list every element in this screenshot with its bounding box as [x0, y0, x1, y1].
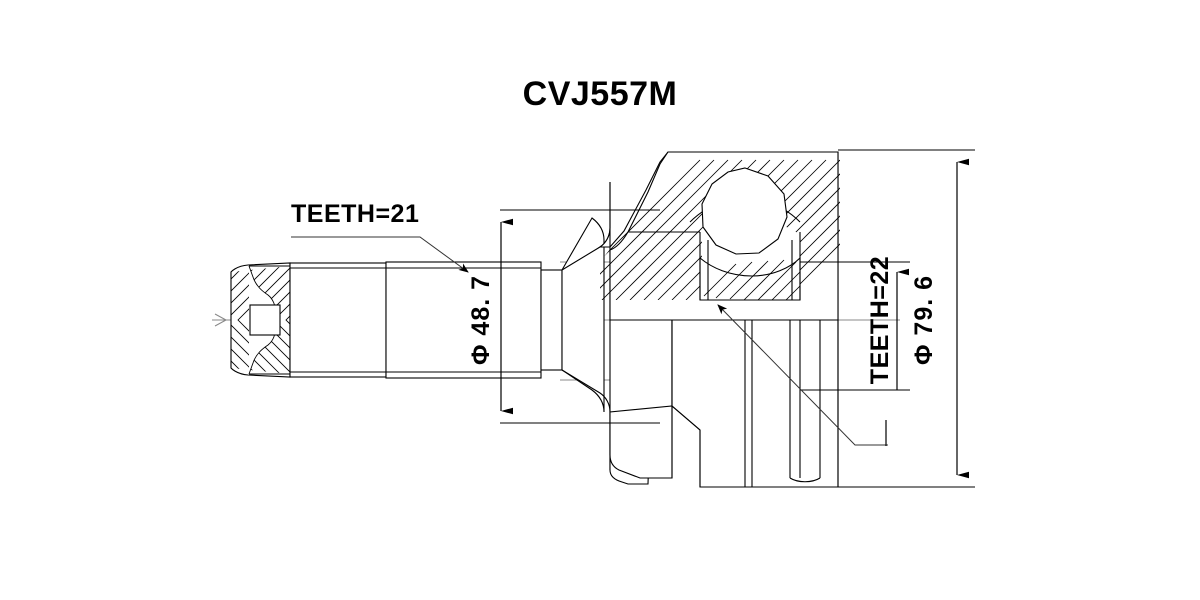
dimension-shaft-diameter: Φ 48. 7	[467, 209, 660, 424]
dimension-housing-diameter: Φ 79. 6	[838, 149, 975, 488]
dimension-inner-spline	[800, 261, 910, 391]
leader-inner-teeth: TEETH=21	[291, 200, 469, 273]
housing-diameter-label: Φ 79. 6	[910, 275, 938, 365]
shaft-small-diameter	[289, 262, 387, 378]
inner-race-spline	[699, 232, 801, 301]
circlip-groove	[249, 304, 281, 336]
leader-outer-teeth: TEETH=22	[717, 256, 894, 446]
center-axis-tick-icon	[214, 313, 227, 327]
cv-outer-housing-outline	[609, 319, 839, 488]
page-title: CVJ557M	[523, 75, 678, 113]
ball-bearing	[701, 167, 788, 255]
shaft-diameter-label: Φ 48. 7	[467, 275, 495, 365]
inner-spline-stub	[230, 262, 291, 378]
shaft-splined-section	[385, 261, 563, 379]
inner-teeth-label: TEETH=21	[291, 200, 419, 228]
boot-cone-transition	[561, 182, 611, 470]
outer-teeth-label: TEETH=22	[866, 256, 894, 384]
